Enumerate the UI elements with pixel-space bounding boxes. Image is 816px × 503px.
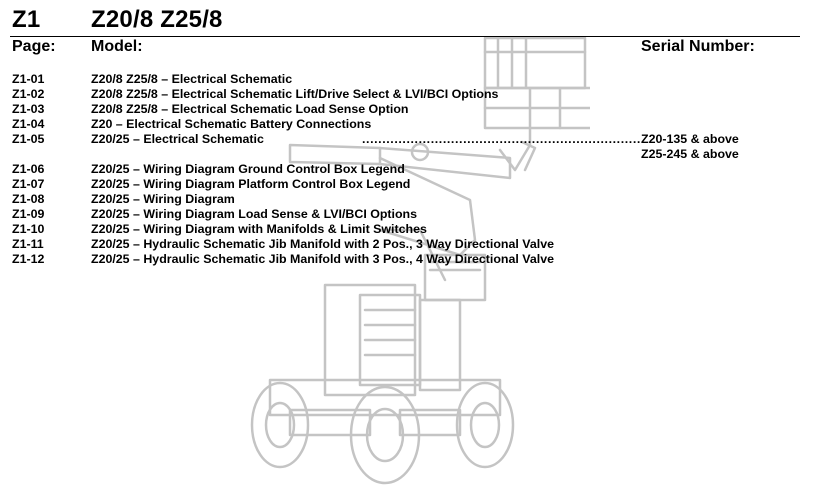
- list-item[interactable]: Z1-07 Z20/25 – Wiring Diagram Platform C…: [0, 177, 816, 192]
- list-item[interactable]: Z1-09 Z20/25 – Wiring Diagram Load Sense…: [0, 207, 816, 222]
- item-description: Z20/8 Z25/8 – Electrical Schematic Lift/…: [91, 87, 499, 101]
- list-item[interactable]: Z1-10 Z20/25 – Wiring Diagram with Manif…: [0, 222, 816, 237]
- item-description: Z20/8 Z25/8 – Electrical Schematic Load …: [91, 102, 409, 116]
- dot-leader: ........................................…: [362, 132, 640, 146]
- list-item[interactable]: Z1-11 Z20/25 – Hydraulic Schematic Jib M…: [0, 237, 816, 252]
- list-item[interactable]: Z1-04 Z20 – Electrical Schematic Battery…: [0, 117, 816, 132]
- item-page: Z1-02: [12, 87, 45, 101]
- list-item[interactable]: Z1-08 Z20/25 – Wiring Diagram: [0, 192, 816, 207]
- item-page: Z1-08: [12, 192, 45, 206]
- column-header-model: Model:: [91, 38, 143, 55]
- item-page: Z1-10: [12, 222, 45, 236]
- index-list: Z1-01 Z20/8 Z25/8 – Electrical Schematic…: [0, 72, 816, 267]
- item-page: Z1-01: [12, 72, 45, 86]
- item-description: Z20/25 – Wiring Diagram: [91, 192, 235, 206]
- item-page: Z1-05: [12, 132, 45, 146]
- list-item[interactable]: Z1-02 Z20/8 Z25/8 – Electrical Schematic…: [0, 87, 816, 102]
- item-description: Z20/25 – Wiring Diagram Load Sense & LVI…: [91, 207, 418, 221]
- list-item[interactable]: Z1-05 Z20/25 – Electrical Schematic ....…: [0, 132, 816, 162]
- item-page: Z1-04: [12, 117, 45, 131]
- list-item[interactable]: Z1-12 Z20/25 – Hydraulic Schematic Jib M…: [0, 252, 816, 267]
- model-title: Z20/8 Z25/8: [91, 6, 223, 33]
- item-description: Z20 – Electrical Schematic Battery Conne…: [91, 117, 372, 131]
- column-header-page: Page:: [12, 38, 56, 55]
- item-page: Z1-06: [12, 162, 45, 176]
- item-description: Z20/25 – Wiring Diagram with Manifolds &…: [91, 222, 427, 236]
- item-page: Z1-03: [12, 102, 45, 116]
- item-serial-secondary: Z25-245 & above: [641, 147, 739, 161]
- list-item[interactable]: Z1-01 Z20/8 Z25/8 – Electrical Schematic: [0, 72, 816, 87]
- item-description: Z20/25 – Wiring Diagram Ground Control B…: [91, 162, 405, 176]
- item-description: Z20/25 – Hydraulic Schematic Jib Manifol…: [91, 237, 554, 251]
- item-page: Z1-11: [12, 237, 44, 251]
- item-page: Z1-12: [12, 252, 45, 266]
- list-item[interactable]: Z1-03 Z20/8 Z25/8 – Electrical Schematic…: [0, 102, 816, 117]
- item-description: Z20/25 – Wiring Diagram Platform Control…: [91, 177, 411, 191]
- item-page: Z1-09: [12, 207, 45, 221]
- list-item[interactable]: Z1-06 Z20/25 – Wiring Diagram Ground Con…: [0, 162, 816, 177]
- item-serial: Z20-135 & above: [641, 132, 739, 146]
- item-description: Z20/25 – Hydraulic Schematic Jib Manifol…: [91, 252, 554, 266]
- item-page: Z1-07: [12, 177, 45, 191]
- item-description: Z20/25 – Electrical Schematic: [91, 132, 264, 146]
- boom-lift-illustration-icon: [250, 36, 590, 485]
- column-header-serial: Serial Number:: [641, 38, 755, 55]
- header-divider: [10, 36, 800, 37]
- item-description: Z20/8 Z25/8 – Electrical Schematic: [91, 72, 293, 86]
- section-code: Z1: [12, 6, 41, 33]
